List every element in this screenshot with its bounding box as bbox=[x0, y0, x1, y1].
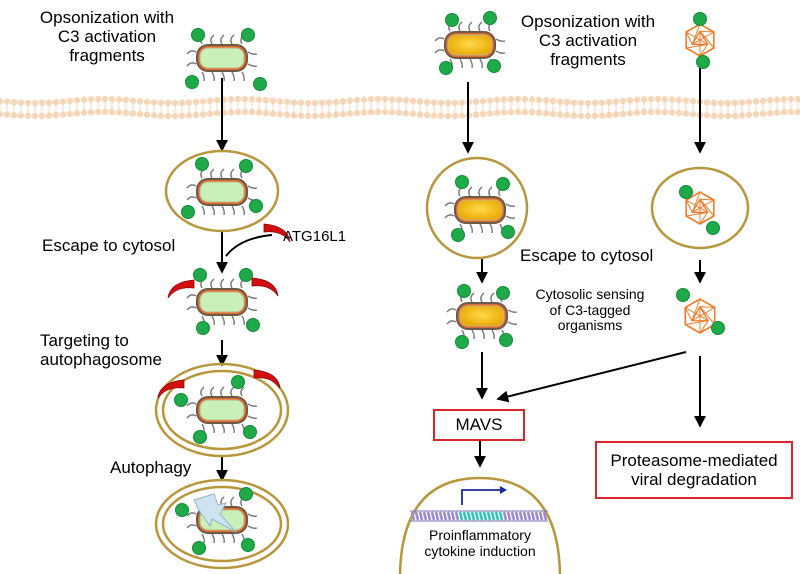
c3-fragment-dot bbox=[496, 177, 510, 191]
c3-fragment-dot bbox=[693, 12, 707, 26]
nucleus-arc bbox=[398, 476, 562, 574]
organisms bbox=[157, 11, 725, 555]
c3-fragment-dot bbox=[191, 28, 205, 42]
c3-fragment-dot bbox=[711, 321, 725, 335]
promoter-cytokine bbox=[398, 476, 562, 574]
atg16l1-autophagosome-left bbox=[157, 379, 185, 399]
c3-fragment-dot bbox=[439, 61, 453, 75]
atg16l1-label: ATG16L1 bbox=[283, 228, 347, 245]
c3-fragment-dot bbox=[253, 77, 267, 91]
vesicles bbox=[154, 149, 750, 570]
c3-fragment-dot bbox=[241, 28, 255, 42]
right-escape-label: Escape to cytosol bbox=[520, 246, 654, 265]
right-opsonization-label: Opsonization with C3 activation fragment… bbox=[520, 12, 656, 70]
left-bacterium-opsonized bbox=[186, 34, 258, 82]
atg16l1-left-crescent bbox=[167, 279, 195, 299]
left-autolysosome-outer bbox=[154, 478, 290, 570]
sensing-label: Cytosolic sensing of C3-tagged organisms bbox=[535, 286, 645, 334]
left-bacterium-cytosol bbox=[186, 278, 258, 326]
dna-helix bbox=[410, 510, 548, 522]
c3-fragment-dot bbox=[181, 205, 195, 219]
transcription-arrow-head bbox=[500, 486, 507, 494]
left-autolysosome-inner bbox=[161, 485, 283, 563]
c3-fragment-dot bbox=[496, 286, 510, 300]
c3-fragment-dot bbox=[706, 221, 720, 235]
c3-fragment-dot bbox=[231, 375, 245, 389]
c3-fragment-dot bbox=[195, 157, 209, 171]
arrows bbox=[216, 68, 706, 482]
atg16l1-label-crescent bbox=[263, 223, 291, 243]
c3-fragment-dot bbox=[676, 288, 690, 302]
proteasome-box: Proteasome-mediated viral degradation bbox=[595, 441, 793, 499]
left-vesicle-1 bbox=[164, 149, 280, 233]
left-autophagosome-inner bbox=[161, 369, 283, 451]
left-targeting-label: Targeting to autophagosome bbox=[40, 331, 162, 370]
c3-fragment-dot bbox=[455, 175, 469, 189]
c3-fragment-dot bbox=[239, 159, 253, 173]
c3-fragment-dot bbox=[239, 487, 253, 501]
mavs-box: MAVS bbox=[433, 409, 525, 441]
plasma-membrane bbox=[0, 95, 800, 120]
degradation-lightning-icon bbox=[193, 493, 237, 533]
atg16l1-arrow bbox=[225, 234, 273, 257]
left-bacterium-autophagosome bbox=[186, 386, 258, 434]
c3-fragment-dot bbox=[185, 75, 199, 89]
left-autophagy-label: Autophagy bbox=[110, 458, 192, 477]
mid-bacterium-opsonized bbox=[434, 21, 506, 69]
atg16l1-autophagosome-right bbox=[253, 369, 281, 389]
c3-fragment-dot bbox=[241, 538, 255, 552]
c3-fragment-dot bbox=[679, 185, 693, 199]
virus-in-vesicle bbox=[685, 191, 715, 225]
transcription-start-arrow bbox=[461, 489, 500, 505]
c3-fragment-dot bbox=[451, 228, 465, 242]
c3-fragment-dot bbox=[445, 13, 459, 27]
c3-fragment-dot bbox=[246, 318, 260, 332]
mid-vesicle bbox=[425, 156, 529, 260]
c3-fragment-dot bbox=[192, 541, 206, 555]
c3-fragment-dot bbox=[487, 59, 501, 73]
c3-fragment-dot bbox=[249, 199, 263, 213]
c3-fragment-dot bbox=[501, 225, 515, 239]
c3-fragment-dot bbox=[455, 335, 469, 349]
virus-cytosol bbox=[684, 298, 716, 334]
c3-fragment-dot bbox=[243, 425, 257, 439]
mid-bacterium-in-vesicle bbox=[444, 186, 516, 234]
left-escape-label: Escape to cytosol bbox=[42, 236, 176, 255]
c3-fragment-dot bbox=[193, 268, 207, 282]
arrow-virus-to-mavs bbox=[496, 351, 687, 403]
c3-fragment-dot bbox=[196, 321, 210, 335]
mid-bacterium-cytosol bbox=[446, 292, 518, 340]
cytokine-label: Proinflammatory cytokine induction bbox=[424, 527, 536, 559]
c3-fragment-dot bbox=[175, 503, 189, 517]
left-opsonization-label: Opsonization with C3 activation fragment… bbox=[39, 8, 175, 66]
c3-fragment-dot bbox=[696, 55, 710, 69]
right-vesicle bbox=[650, 166, 750, 250]
c3-fragment-dot bbox=[193, 430, 207, 444]
atg16l1-right-crescent bbox=[251, 277, 279, 297]
c3-fragment-dot bbox=[483, 11, 497, 25]
c3-fragment-dot bbox=[499, 333, 513, 347]
c3-fragment-dot bbox=[239, 268, 253, 282]
c3-fragment-dot bbox=[457, 284, 471, 298]
virus-opsonized bbox=[685, 23, 715, 57]
left-bacterium-in-vesicle bbox=[186, 168, 258, 216]
c3-fragment-dot bbox=[174, 393, 188, 407]
left-autophagosome-outer bbox=[154, 362, 290, 458]
